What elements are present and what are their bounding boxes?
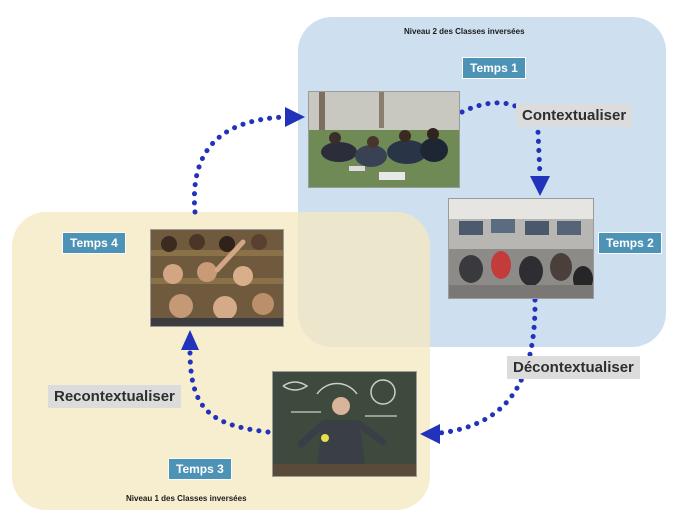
temps-3-badge: Temps 3	[168, 458, 232, 480]
decontextualiser-label: Décontextualiser	[507, 356, 640, 379]
group-discussion-outdoor-photo	[308, 91, 460, 188]
classroom-computer-lab-photo	[448, 198, 594, 299]
recontextualiser-label: Recontextualiser	[48, 385, 181, 408]
students-raising-hands-photo	[150, 229, 284, 327]
lecturer-at-blackboard-photo	[272, 371, 417, 477]
contextualiser-label: Contextualiser	[516, 104, 633, 127]
temps-1-badge: Temps 1	[462, 57, 526, 79]
temps-2-badge: Temps 2	[598, 232, 662, 254]
temps-4-badge: Temps 4	[62, 232, 126, 254]
arrow-t4-to-t1	[191, 114, 288, 215]
level-1-title: Niveau 1 des Classes inversées	[126, 494, 247, 503]
level-2-title: Niveau 2 des Classes inversées	[404, 27, 525, 36]
